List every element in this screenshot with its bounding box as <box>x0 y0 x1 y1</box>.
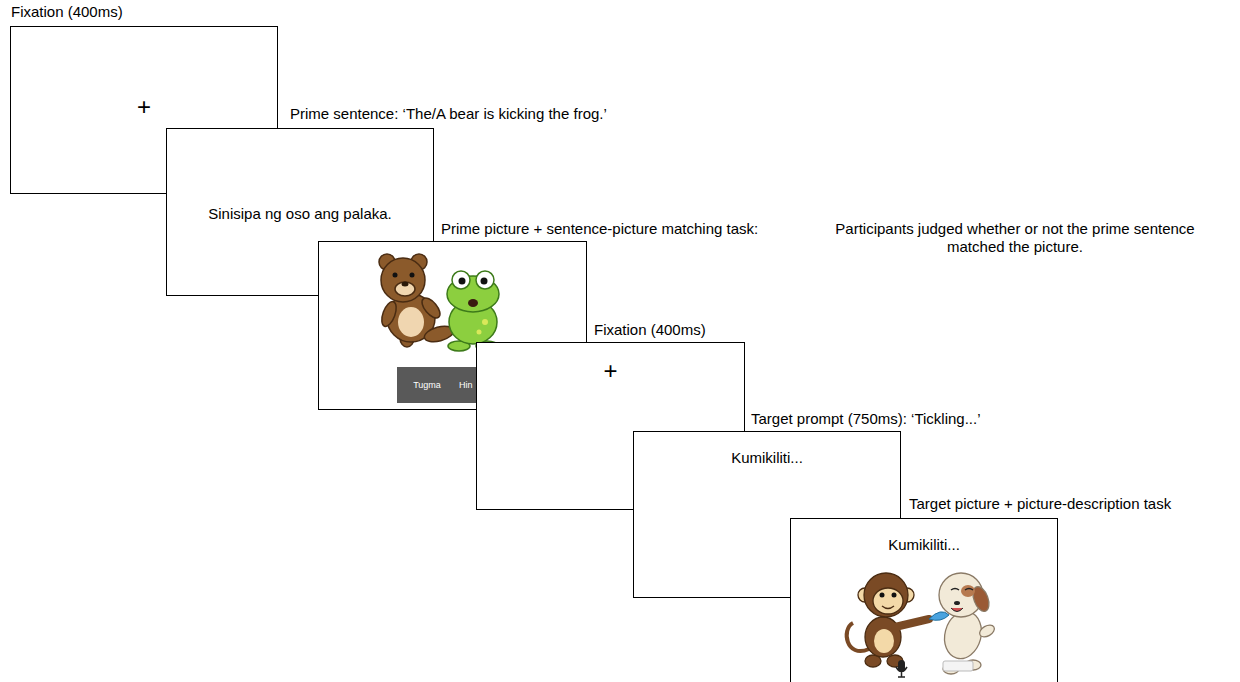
screen-heading: Target prompt (750ms): ‘Tickling...’ <box>751 410 981 428</box>
screen-frame: Target picture + picture-description tas… <box>790 518 1058 682</box>
response-button: Tugma <box>397 367 457 403</box>
screen-heading: Fixation (400ms) <box>11 3 123 21</box>
screen-heading: Target picture + picture-description tas… <box>909 495 1171 513</box>
screen-text: + <box>477 357 744 386</box>
button-label: Hin <box>459 380 473 391</box>
button-label: Tugma <box>397 380 457 391</box>
screen-text: Participants judged whether or not the p… <box>809 220 1221 256</box>
screen-text: Kumikiliti... <box>791 536 1057 554</box>
screen-text: + <box>11 93 277 122</box>
screen-text: Kumikiliti... <box>634 449 900 467</box>
screen-heading: Fixation (400ms) <box>594 321 706 339</box>
screen-heading: Prime picture + sentence-picture matchin… <box>441 220 758 238</box>
screen-heading: Prime sentence: ‘The/A bear is kicking t… <box>290 105 607 123</box>
screen-text: Sinisipa ng oso ang palaka. <box>167 205 433 223</box>
